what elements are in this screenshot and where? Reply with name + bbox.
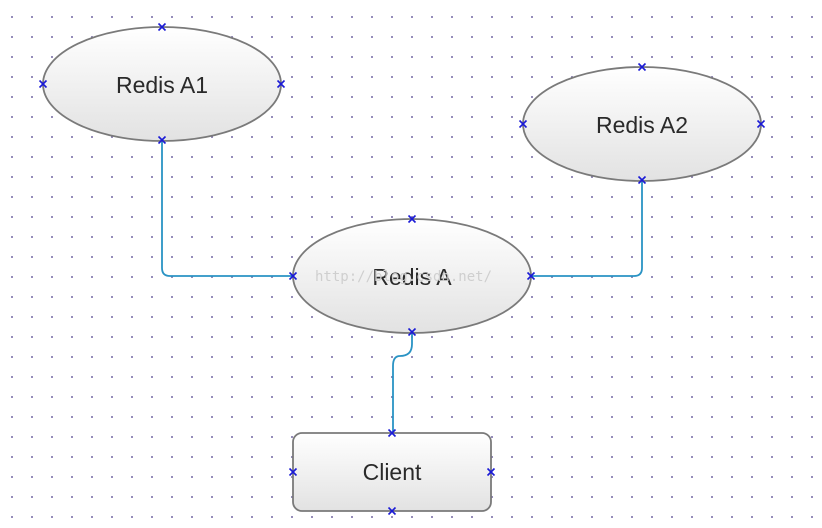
connection-ports: [38, 22, 766, 516]
port-marker-icon[interactable]: [518, 119, 528, 129]
node-label-redis-a2: Redis A2: [596, 112, 688, 138]
port-marker-icon[interactable]: [387, 506, 397, 516]
port-marker-icon[interactable]: [38, 79, 48, 89]
node-label-client: Client: [363, 459, 422, 485]
port-marker-icon[interactable]: [407, 327, 417, 337]
port-marker-icon[interactable]: [157, 22, 167, 32]
node-redis-a1[interactable]: Redis A1: [42, 26, 282, 142]
port-marker-icon[interactable]: [756, 119, 766, 129]
port-marker-icon[interactable]: [288, 467, 298, 477]
port-marker-icon[interactable]: [486, 467, 496, 477]
port-marker-icon[interactable]: [288, 271, 298, 281]
connector-a1-to-a[interactable]: [161, 140, 292, 277]
port-marker-icon[interactable]: [637, 175, 647, 185]
port-marker-icon[interactable]: [637, 62, 647, 72]
node-label-redis-a: Redis A: [372, 264, 452, 290]
port-marker-icon[interactable]: [157, 135, 167, 145]
node-client[interactable]: Client: [292, 432, 492, 512]
connector-a-to-client[interactable]: [392, 332, 413, 432]
port-marker-icon[interactable]: [276, 79, 286, 89]
watermark-text: http://blog.csdn.net/: [315, 269, 492, 285]
port-marker-icon[interactable]: [526, 271, 536, 281]
node-redis-a2[interactable]: Redis A2: [522, 66, 762, 182]
connector-a2-to-a[interactable]: [530, 180, 643, 277]
port-marker-icon[interactable]: [407, 214, 417, 224]
port-marker-icon[interactable]: [387, 428, 397, 438]
node-label-redis-a1: Redis A1: [116, 72, 208, 98]
